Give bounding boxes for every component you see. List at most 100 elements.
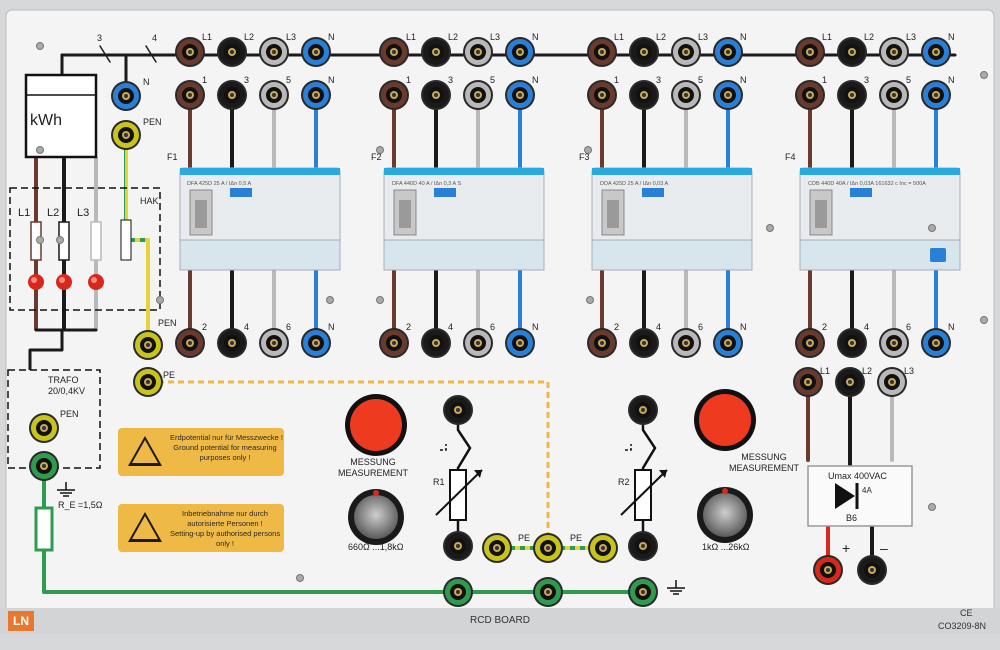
input-socket-F2-N[interactable] (505, 80, 535, 110)
output-socket-F1-6[interactable] (259, 328, 289, 358)
bus-socket-F2-L1[interactable] (379, 37, 409, 67)
bus-socket-F4-L1[interactable] (795, 37, 825, 67)
wire-tick (145, 45, 157, 63)
output-socket-F2-4[interactable] (421, 328, 451, 358)
input-socket-F3-5[interactable] (671, 80, 701, 110)
bus-socket-F2-L2[interactable] (421, 37, 451, 67)
output-socket-F4-6[interactable] (879, 328, 909, 358)
output-socket-F1-2[interactable] (175, 328, 205, 358)
screw-icon (586, 296, 594, 304)
rectifier-l3-socket[interactable] (877, 367, 907, 397)
output-label-F1-3: N (328, 322, 335, 332)
earth-socket-3[interactable] (628, 577, 658, 607)
bus-label-F3-2: L3 (698, 32, 709, 42)
bus-socket-F1-N[interactable] (301, 37, 331, 67)
r1-bottom-socket[interactable] (443, 531, 473, 561)
output-socket-F4-4[interactable] (837, 328, 867, 358)
pen-socket-top[interactable] (111, 120, 141, 150)
measurement-2-button[interactable] (694, 389, 756, 451)
bus-socket-F4-L3[interactable] (879, 37, 909, 67)
r1-top-socket[interactable] (443, 395, 473, 425)
warning-ground-text: Erdpotential nur für Messzwecke ! Ground… (170, 433, 283, 462)
earth-socket-2[interactable] (533, 577, 563, 607)
input-socket-F1-N[interactable] (301, 80, 331, 110)
pen-mid-label: PEN (158, 318, 177, 328)
n-socket-top[interactable] (111, 81, 141, 111)
output-socket-F1-N[interactable] (301, 328, 331, 358)
rectifier-plus-socket[interactable] (813, 555, 843, 585)
output-socket-F4-2[interactable] (795, 328, 825, 358)
bus-socket-F2-L3[interactable] (463, 37, 493, 67)
output-label-F3-3: N (740, 322, 747, 332)
input-socket-F1-3[interactable] (217, 80, 247, 110)
r1-adjust-knob[interactable] (348, 489, 404, 545)
breaker-f4-label: F4 (785, 152, 796, 162)
warning-authorised-text: Inbetriebnahme nur durch autorisierte Pe… (170, 509, 281, 548)
r2-bottom-socket[interactable] (628, 531, 658, 561)
pe-socket[interactable] (133, 367, 163, 397)
output-socket-F3-4[interactable] (629, 328, 659, 358)
pe-socket-c[interactable] (588, 533, 618, 563)
rectifier-l2-socket[interactable] (835, 367, 865, 397)
output-socket-F3-6[interactable] (671, 328, 701, 358)
bus-socket-F4-N[interactable] (921, 37, 951, 67)
input-socket-F2-5[interactable] (463, 80, 493, 110)
bus-socket-F2-N[interactable] (505, 37, 535, 67)
bus-socket-F1-L2[interactable] (217, 37, 247, 67)
output-socket-F2-2[interactable] (379, 328, 409, 358)
r2-adjust-knob[interactable] (697, 487, 753, 543)
bus-socket-F3-L2[interactable] (629, 37, 659, 67)
bus-socket-F3-N[interactable] (713, 37, 743, 67)
measurement-1-button[interactable] (345, 394, 407, 456)
r2-top-socket[interactable] (628, 395, 658, 425)
input-socket-F2-1[interactable] (379, 80, 409, 110)
output-label-F4-1: 4 (864, 322, 870, 332)
resistor-r2-label: R2 (618, 477, 630, 487)
screw-icon (36, 42, 44, 50)
rectifier-input-l2-label: L2 (862, 366, 873, 376)
test-button[interactable] (930, 248, 946, 262)
rcd-breaker-f4 (799, 167, 961, 271)
input-socket-F4-1[interactable] (795, 80, 825, 110)
bus-label-F2-0: L1 (406, 32, 417, 42)
output-label-F2-0: 2 (406, 322, 412, 332)
pe-socket-b[interactable] (533, 533, 563, 563)
output-socket-F3-N[interactable] (713, 328, 743, 358)
output-socket-F1-4[interactable] (217, 328, 247, 358)
rcd-breaker-f3 (591, 167, 753, 271)
bus-socket-F4-L2[interactable] (837, 37, 867, 67)
earth-socket-1[interactable] (443, 577, 473, 607)
rectifier-minus-socket[interactable] (857, 555, 887, 585)
input-socket-F3-1[interactable] (587, 80, 617, 110)
input-socket-F3-N[interactable] (713, 80, 743, 110)
pe-socket-a[interactable] (482, 533, 512, 563)
trafo-earth-socket[interactable] (29, 451, 59, 481)
bus-socket-F3-L1[interactable] (587, 37, 617, 67)
output-socket-F2-6[interactable] (463, 328, 493, 358)
output-socket-F2-N[interactable] (505, 328, 535, 358)
trafo-pen-socket[interactable] (29, 413, 59, 443)
screw-icon (296, 574, 304, 582)
breaker-f1-rating: DFA 425D 25 A / IΔn 0,5 A (187, 181, 252, 187)
bus-socket-F1-L3[interactable] (259, 37, 289, 67)
output-socket-F4-N[interactable] (921, 328, 951, 358)
input-label-F2-3: N (532, 75, 539, 85)
input-socket-F4-N[interactable] (921, 80, 951, 110)
rectifier-l1-socket[interactable] (793, 367, 823, 397)
resistor-r2-symbol (620, 418, 668, 535)
resistor-r1-label: R1 (433, 477, 445, 487)
bus-socket-F3-L3[interactable] (671, 37, 701, 67)
footer-bar: LN RCD BOARD CO3209-8N CE (0, 608, 1000, 634)
screw-icon (766, 224, 774, 232)
input-socket-F4-5[interactable] (879, 80, 909, 110)
input-socket-F4-3[interactable] (837, 80, 867, 110)
screw-icon (980, 316, 988, 324)
input-socket-F1-1[interactable] (175, 80, 205, 110)
bus-socket-F1-L1[interactable] (175, 37, 205, 67)
output-socket-F3-2[interactable] (587, 328, 617, 358)
input-socket-F3-3[interactable] (629, 80, 659, 110)
input-socket-F2-3[interactable] (421, 80, 451, 110)
pen-socket-mid[interactable] (133, 330, 163, 360)
input-socket-F1-5[interactable] (259, 80, 289, 110)
output-label-F2-2: 6 (490, 322, 496, 332)
